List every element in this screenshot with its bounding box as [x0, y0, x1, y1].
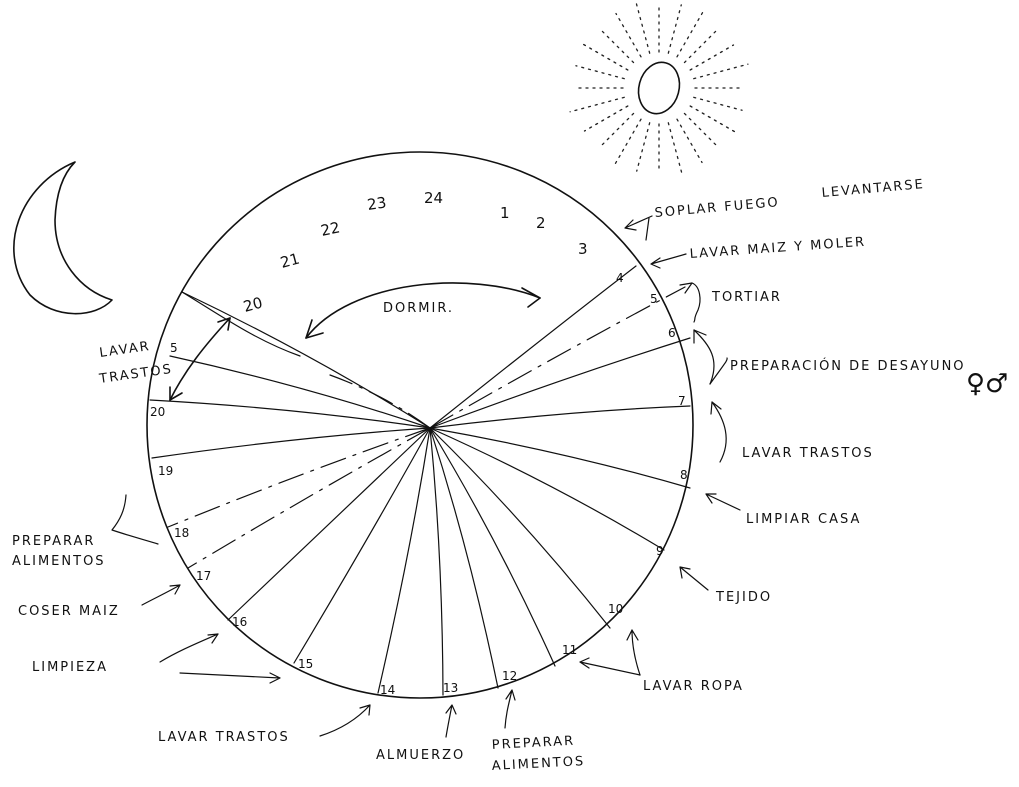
rim-hour-label: 11	[562, 643, 577, 657]
sun-ray	[676, 118, 703, 164]
hour-spoke	[187, 427, 431, 569]
hour-spoke	[429, 427, 611, 629]
rim-hour-label: 15	[298, 657, 313, 671]
sun-ray	[569, 96, 625, 113]
hour-spoke	[169, 355, 431, 429]
sun-ray	[683, 30, 717, 64]
rim-hour-label: 8	[680, 468, 688, 482]
hour-label: 3	[578, 240, 588, 258]
day-clock-circle	[146, 151, 694, 699]
rim-hour-label: 14	[380, 683, 395, 697]
activity-lavar-maiz: LAVAR MAIZ Y MOLER	[689, 235, 866, 262]
hour-spoke	[293, 427, 431, 664]
rim-hour-label: 4	[616, 271, 624, 285]
sun-ray	[667, 122, 684, 178]
rim-hours: 4 5 6 7 8 9 10 11 12 13 14 15 16 17 18 1…	[150, 271, 688, 697]
hour-spoke	[429, 265, 637, 429]
hour-spoke	[429, 405, 691, 429]
rim-hour-label: 12	[502, 669, 517, 683]
sleep-arc	[169, 282, 541, 401]
activity-limpieza: LIMPIEZA	[32, 660, 108, 675]
rim-hour-label: 7	[678, 394, 686, 408]
sun-ray	[615, 12, 642, 58]
activity-limpiar-casa: LIMPIAR CASA	[746, 512, 861, 527]
hour-spoke	[429, 427, 499, 689]
activity-tortiar: TORTIAR	[711, 290, 782, 305]
hour-spoke	[429, 337, 691, 429]
sun-ray	[689, 44, 735, 71]
hour-spoke	[149, 399, 431, 429]
rim-hour-label-5-left: 5	[170, 341, 178, 355]
sun-ray	[612, 118, 642, 169]
hour-spoke	[329, 374, 431, 429]
sun-ray	[676, 7, 706, 58]
activity-coser-maiz: COSER MAIZ	[18, 604, 120, 619]
sun-ray	[667, 4, 682, 54]
hour-label: 24	[424, 189, 443, 207]
hour-spoke	[151, 427, 431, 459]
hour-spoke	[429, 286, 686, 429]
hour-spoke	[167, 427, 431, 528]
sun-ray	[683, 112, 717, 146]
sun-ray	[575, 65, 625, 80]
activity-lavar-trastos-bottom: LAVAR TRASTOS	[158, 730, 290, 745]
hour-label: 2	[536, 214, 546, 232]
activity-lavar-trastos-left-1: LAVAR	[98, 339, 151, 361]
rim-hour-label: 5	[650, 292, 658, 306]
activity-preparar-left-1: PREPARAR	[12, 534, 95, 549]
activity-preparar-bottom-1: PREPARAR	[491, 734, 575, 753]
hour-spoke	[181, 291, 431, 429]
hour-spoke	[429, 427, 691, 489]
sun-ray	[693, 96, 743, 111]
activity-levantarse: LEVANTARSE	[821, 177, 925, 201]
moon-icon	[13, 161, 113, 315]
hour-label: 22	[319, 218, 341, 240]
rim-hour-label: 13	[443, 681, 458, 695]
sun-ray	[583, 105, 629, 132]
sun-ray	[689, 105, 740, 135]
sun-ray	[636, 122, 651, 172]
rim-hour-label: 6	[668, 326, 676, 340]
activity-soplar-fuego: SOPLAR FUEGO	[654, 195, 780, 221]
rim-hour-label: 10	[608, 602, 623, 616]
rim-hour-label: 18	[174, 526, 189, 540]
hour-spoke	[429, 427, 444, 696]
hour-spoke	[227, 427, 431, 621]
hour-label: 21	[278, 250, 301, 272]
sun-ray	[634, 0, 651, 54]
rim-hour-label: 16	[232, 615, 247, 629]
sleep-hours: 20 21 22 23 24 1 2 3	[241, 189, 587, 316]
rim-hour-label: 20	[150, 405, 165, 419]
activity-preparacion-desayuno: PREPARACIÓN DE DESAYUNO	[730, 358, 966, 374]
sleep-boundary	[181, 291, 301, 357]
activity-tejido: TEJIDO	[715, 590, 772, 605]
activity-almuerzo: ALMUERZO	[376, 748, 465, 763]
hour-spokes	[149, 265, 691, 696]
rim-hour-label: 17	[196, 569, 211, 583]
activity-preparar-bottom-2: ALIMENTOS	[491, 754, 585, 774]
sleep-label: DORMIR.	[383, 301, 454, 316]
sun-ray	[601, 30, 635, 64]
hour-label: 1	[500, 204, 510, 222]
activity-lavar-ropa: LAVAR ROPA	[643, 679, 744, 694]
sun-icon	[569, 0, 749, 178]
sun-ray	[601, 112, 635, 146]
activity-preparar-left-2: ALIMENTOS	[12, 554, 106, 569]
hour-spoke	[429, 427, 556, 667]
hour-spoke	[429, 427, 665, 551]
sun-ray	[578, 41, 629, 71]
rim-hour-label: 9	[656, 544, 664, 558]
hour-label: 20	[241, 294, 264, 316]
pointer-arrows	[111, 215, 741, 738]
hour-spoke	[377, 427, 431, 694]
activity-lavar-trastos-right: LAVAR TRASTOS	[742, 446, 874, 461]
gender-symbols: ♀♂	[966, 369, 1008, 399]
activity-lavar-trastos-left-2: TRASTOS	[97, 362, 173, 387]
hour-label: 23	[366, 193, 387, 213]
rim-hour-label: 19	[158, 464, 173, 478]
sun-ray	[693, 63, 749, 80]
